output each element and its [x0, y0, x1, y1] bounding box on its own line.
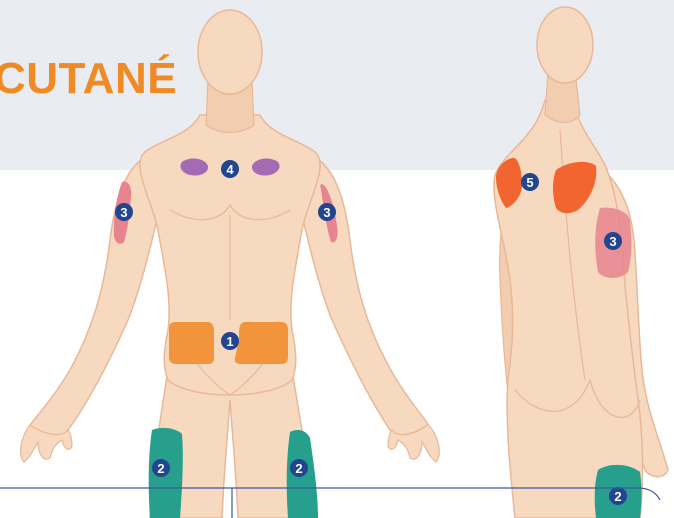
svg-text:1: 1 — [226, 334, 233, 349]
badge-arm-front-right: 3 — [318, 203, 336, 221]
badge-abdomen: 1 — [221, 332, 239, 350]
badge-chest: 4 — [221, 160, 239, 178]
svg-text:2: 2 — [614, 489, 621, 504]
svg-text:2: 2 — [295, 461, 302, 476]
back-head — [537, 7, 593, 83]
front-body-figure — [21, 10, 440, 518]
badge-thigh-front-left: 2 — [152, 459, 170, 477]
svg-text:3: 3 — [609, 234, 616, 249]
front-left-arm — [30, 155, 158, 435]
front-head — [198, 10, 262, 94]
zone-abdomen-right — [235, 322, 288, 364]
svg-text:3: 3 — [323, 205, 330, 220]
svg-text:3: 3 — [120, 205, 127, 220]
back-body-figure — [494, 7, 668, 518]
badge-arm-front-left: 3 — [115, 203, 133, 221]
svg-text:5: 5 — [526, 175, 533, 190]
svg-text:2: 2 — [157, 461, 164, 476]
svg-text:4: 4 — [226, 162, 234, 177]
badge-thigh-front-right: 2 — [290, 459, 308, 477]
badge-shoulder-blade: 5 — [521, 173, 539, 191]
front-right-arm — [302, 155, 428, 435]
badge-thigh-back: 2 — [609, 487, 627, 505]
zone-abdomen-left — [169, 322, 214, 364]
badge-arm-back: 3 — [604, 232, 622, 250]
